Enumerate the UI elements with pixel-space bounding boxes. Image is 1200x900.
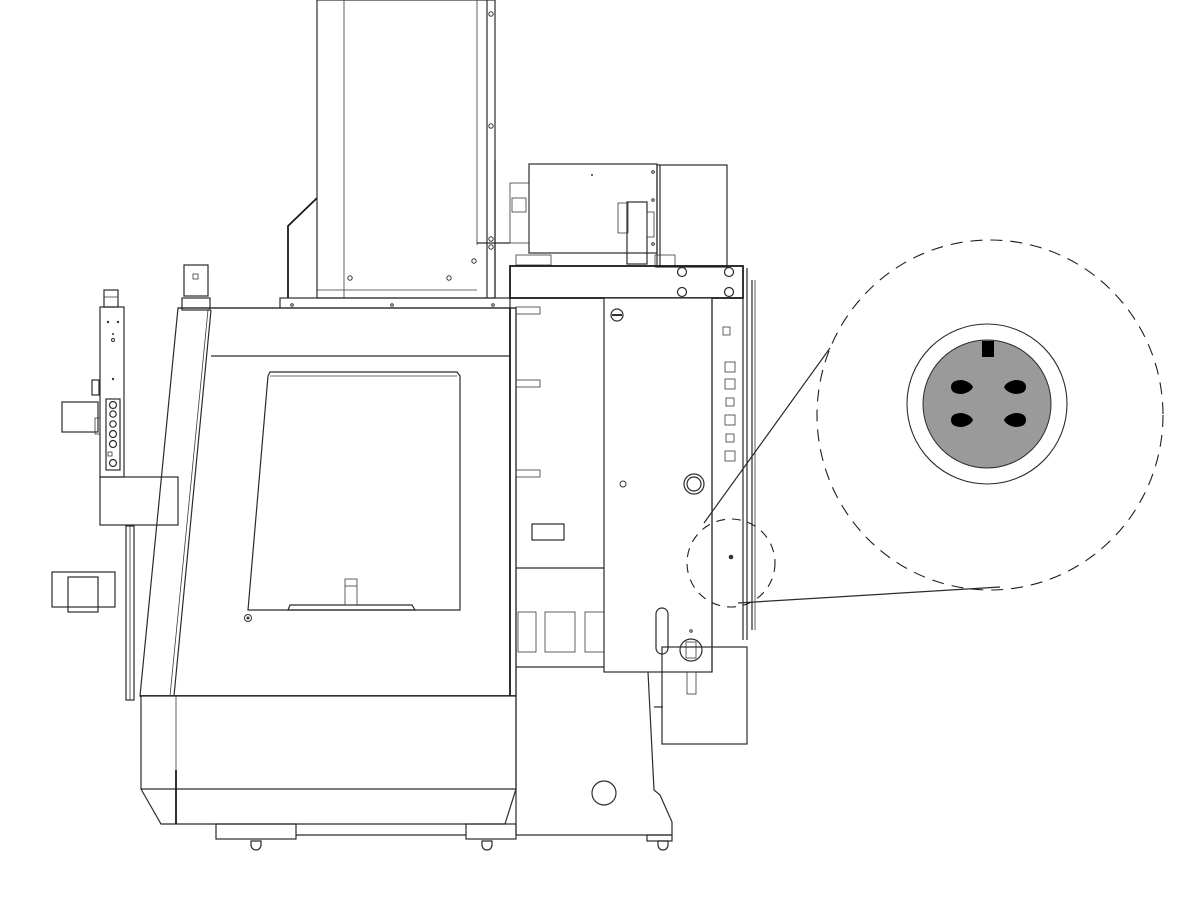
detail-magnified-circle	[816, 239, 1164, 591]
spindle-motor-housing	[509, 163, 728, 268]
column-tower	[279, 0, 511, 311]
electrical-cabinet	[603, 297, 736, 673]
connector-detail	[906, 323, 1068, 485]
cabinet-stand	[515, 646, 748, 851]
detail-callout	[686, 239, 1164, 608]
connector-key-icon	[982, 341, 994, 357]
pendant-buttons	[107, 400, 118, 468]
connector-pin-icon	[1004, 380, 1026, 394]
cabinet-indicator-column	[724, 361, 736, 462]
machine-base	[140, 695, 517, 851]
column-screws	[347, 11, 494, 281]
connector-pin-icon	[951, 380, 973, 394]
connector-face	[922, 339, 1052, 469]
connector-pin-icon	[1004, 413, 1026, 427]
detail-source-circle	[686, 518, 776, 608]
control-pendant	[51, 264, 209, 701]
side-panel-brackets	[515, 306, 606, 668]
leader-line-upper	[703, 347, 831, 524]
connector-pin-icon	[951, 413, 973, 427]
viewing-window	[244, 371, 461, 622]
leader-line-lower	[737, 586, 1001, 604]
